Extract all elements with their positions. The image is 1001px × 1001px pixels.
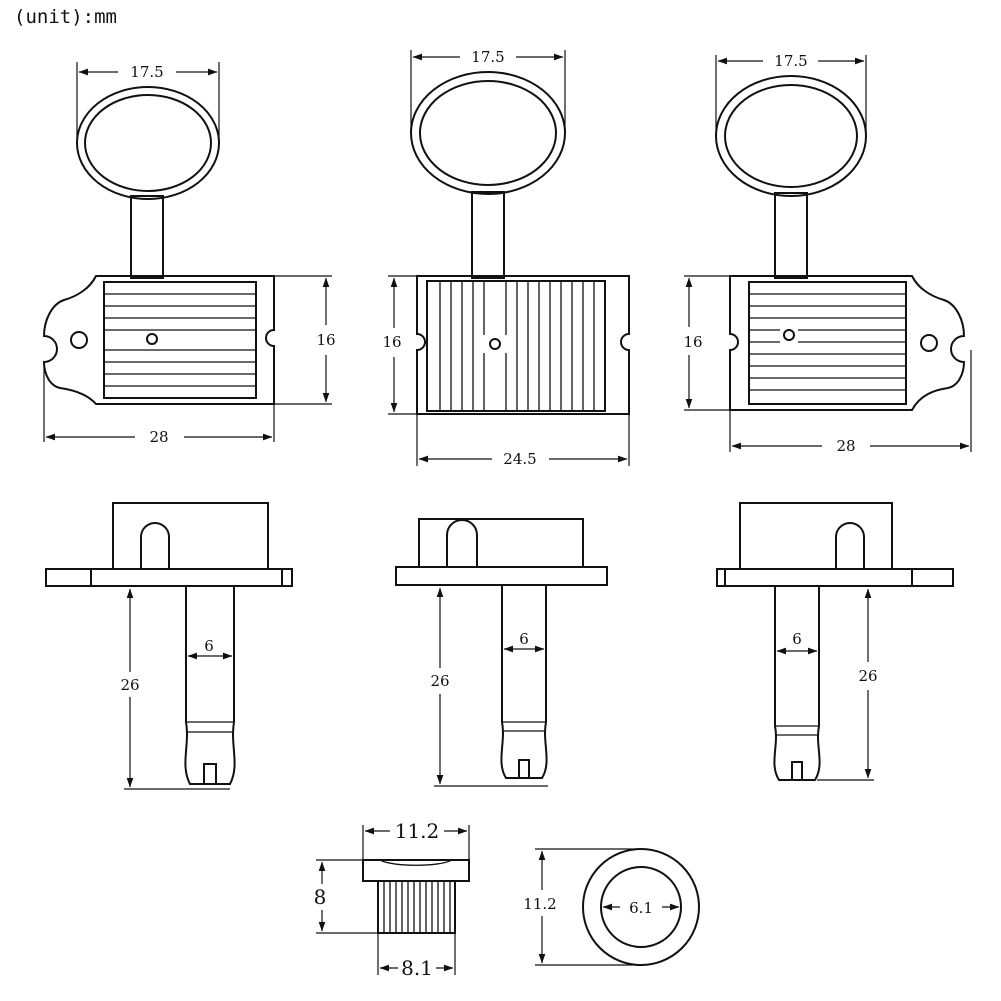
tuner-housing-right	[729, 275, 966, 411]
dim-label-knob-width-middle: 17.5	[471, 48, 504, 66]
dim-height-right: 16	[683, 275, 730, 411]
top-view-middle: 17.5 16 24.5	[382, 48, 630, 468]
dim-label-height-left: 16	[316, 331, 335, 349]
side-view-middle: 6 26	[395, 518, 608, 787]
dim-width-right: 28	[729, 350, 972, 455]
worm-gear-middle	[446, 519, 478, 567]
base-plate-right	[716, 568, 954, 587]
dim-post-length-left: 26	[120, 588, 230, 790]
dim-post-diameter-right: 6	[776, 630, 818, 655]
bushing-flange	[362, 859, 470, 882]
unit-label: (unit):mm	[14, 6, 117, 28]
dim-height-left: 16	[274, 275, 336, 405]
gear-cover-right	[748, 281, 907, 405]
bushing-side-view: 11.2 8 8.1	[314, 819, 470, 980]
base-plate-middle	[395, 566, 608, 586]
dim-width-left: 28	[43, 362, 275, 446]
dim-bushing-inner-diameter: 6.1	[602, 899, 680, 917]
dim-bushing-outer-diameter: 11.2	[523, 848, 641, 966]
dim-label-width-right: 28	[836, 437, 855, 455]
tuner-shaft-right	[774, 192, 808, 279]
center-screw-right	[783, 329, 795, 341]
dim-label-width-left: 28	[149, 428, 168, 446]
dim-post-diameter-left: 6	[187, 637, 233, 660]
dim-label-bushing-body-diameter: 8.1	[401, 956, 433, 980]
dim-bushing-height: 8	[314, 859, 378, 934]
screw-hole-right	[920, 334, 938, 352]
string-post-left	[184, 587, 236, 785]
dim-knob-width-middle: 17.5	[410, 48, 566, 133]
gear-cover-middle	[426, 280, 606, 412]
housing-body-middle	[418, 518, 584, 568]
bushing-knurled-body	[377, 880, 456, 934]
dim-post-diameter-middle: 6	[503, 630, 545, 653]
dim-label-bushing-height: 8	[314, 885, 327, 909]
housing-body-right	[739, 502, 893, 570]
string-post-middle	[500, 586, 548, 779]
top-view-right: 17.5 16 28	[683, 52, 972, 455]
dim-height-middle: 16	[382, 275, 417, 415]
tuner-knob-right	[715, 75, 867, 197]
side-view-right: 6 26	[716, 502, 954, 781]
center-screw-middle	[489, 338, 501, 350]
dim-knob-width-right: 17.5	[715, 52, 867, 136]
bushing-inner-circle	[600, 866, 682, 948]
dim-label-post-diameter-middle: 6	[519, 630, 529, 648]
dim-label-post-diameter-left: 6	[204, 637, 214, 655]
gear-cover-ribs-middle	[439, 281, 595, 411]
dim-label-height-right: 16	[683, 333, 702, 351]
gear-cover-ribs-right	[749, 293, 906, 391]
worm-gear-right	[835, 522, 865, 569]
dim-bushing-flange-diameter: 11.2	[362, 819, 470, 860]
dim-post-length-right: 26	[817, 588, 878, 781]
bushing-front-view: 11.2 6.1	[523, 848, 700, 966]
tuner-housing-left	[42, 275, 275, 405]
screw-hole-left	[70, 331, 88, 349]
worm-gear-left	[140, 522, 170, 569]
dim-label-bushing-flange-diameter: 11.2	[395, 819, 440, 843]
dim-label-post-length-right: 26	[858, 667, 877, 685]
dim-label-knob-width-left: 17.5	[130, 63, 163, 81]
tuner-housing-middle	[416, 275, 630, 415]
dim-label-post-length-left: 26	[120, 676, 139, 694]
gear-cover-left	[103, 281, 257, 399]
dim-post-length-middle: 26	[430, 587, 548, 787]
housing-body-left	[112, 502, 269, 570]
dim-label-post-length-middle: 26	[430, 672, 449, 690]
side-view-left: 6 26	[45, 502, 293, 790]
string-post-right	[773, 587, 821, 781]
dim-bushing-body-diameter: 8.1	[377, 933, 456, 980]
tuner-shaft-middle	[471, 191, 505, 279]
tuner-knob-middle	[410, 71, 566, 195]
dim-label-height-middle: 16	[382, 333, 401, 351]
dim-width-middle: 24.5	[416, 414, 630, 468]
tuner-shaft-left	[130, 195, 164, 279]
dim-label-post-diameter-right: 6	[792, 630, 802, 648]
dim-label-width-middle: 24.5	[503, 450, 536, 468]
tuner-knob-left	[76, 86, 220, 200]
dim-label-bushing-outer-diameter: 11.2	[523, 895, 556, 913]
dim-label-bushing-inner-diameter: 6.1	[629, 899, 653, 917]
top-view-left: 17.5 16 28	[42, 62, 336, 446]
dim-knob-width-left: 17.5	[76, 62, 220, 143]
gear-cover-ribs-left	[104, 293, 256, 387]
dim-label-knob-width-right: 17.5	[774, 52, 807, 70]
center-screw-left	[146, 333, 158, 345]
base-plate-left	[45, 568, 293, 587]
